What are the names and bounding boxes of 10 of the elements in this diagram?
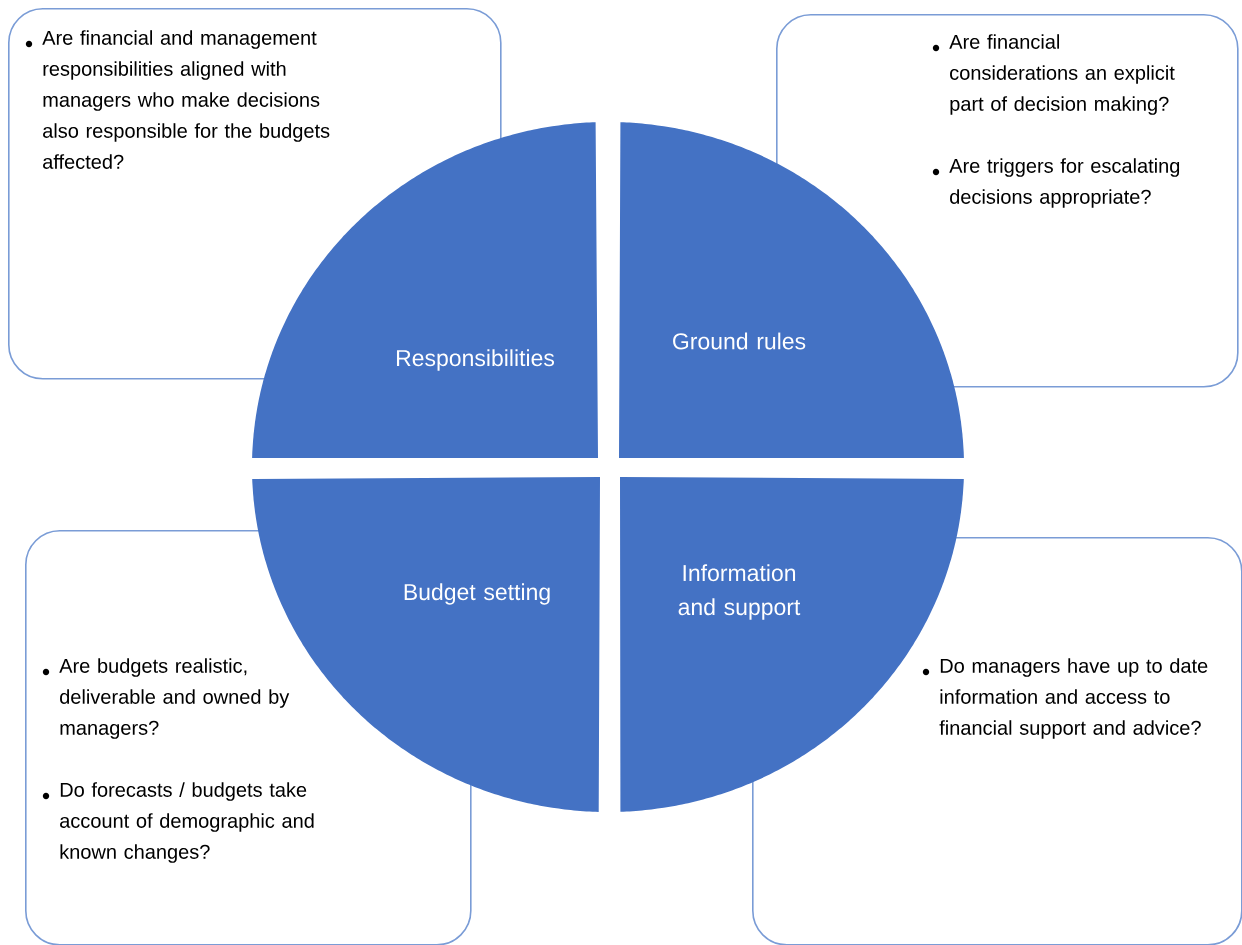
quadrant-label: Responsibilities <box>397 349 555 371</box>
quadrant-label: Ground rules <box>673 332 806 350</box>
quadrant-label: Information and support <box>678 564 801 620</box>
quadrant-label: Budget setting <box>404 583 550 605</box>
bullet-text: Are budgets realistic, deliverable and owned by managers? <box>42 658 290 739</box>
bullet-text: Do managers have up to date information and access to financial support and advice? <box>922 658 1208 739</box>
bullet-text: Are financial considerations an explicit part of decision making? <box>932 34 1175 115</box>
bullet-text: Are financial and management responsibilities aligned with managers who make decisions also responsible for the budgets affected? <box>25 30 330 169</box>
bullet-text: Do forecasts / budgets take account of demographic and known changes? <box>42 782 314 863</box>
bullet-text: Are triggers for escalating decisions appropriate? <box>932 158 1180 208</box>
